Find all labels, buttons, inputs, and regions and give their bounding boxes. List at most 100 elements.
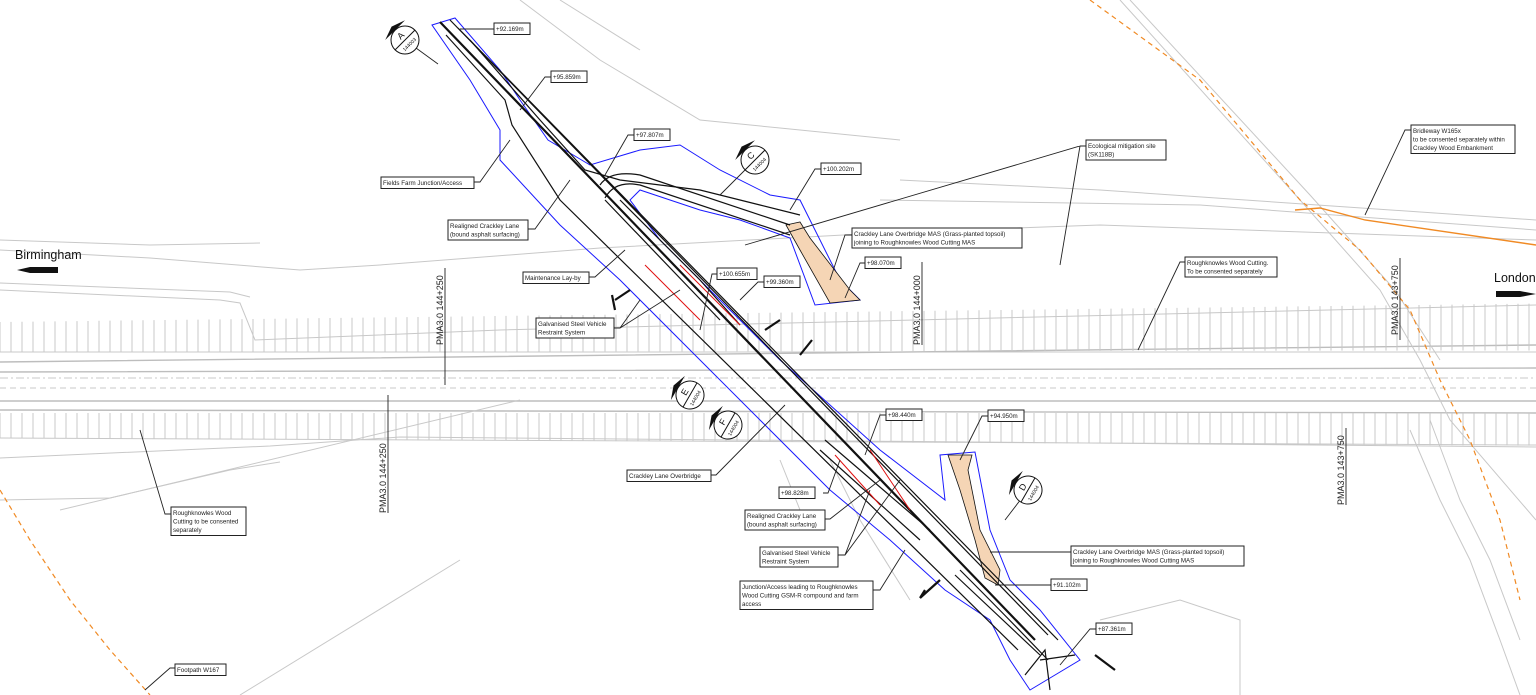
callout-text: +99.360m — [766, 279, 794, 286]
callout-text: Roughknowles Wood Cutting. — [1187, 260, 1269, 267]
callout-levels-0: +92.169m — [493, 22, 531, 35]
callout-labels-overbridge: Crackley Lane Overbridge — [626, 469, 712, 482]
callout-text: Galvanised Steel Vehicle — [538, 321, 607, 328]
callout-text: +100.655m — [719, 271, 750, 278]
callout-labels-realigned-2: Realigned Crackley Lane (bound asphalt su… — [744, 509, 826, 531]
callout-text: Realigned Crackley Lane — [747, 513, 817, 520]
callout-labels-layby: Maintenance Lay-by — [522, 271, 590, 284]
callout-labels-eco: Ecological mitigation site (SK118B) — [1085, 139, 1167, 161]
callout-text: Crackley Lane Overbridge — [629, 473, 701, 480]
callout-text: Crackley Lane Overbridge MAS (Grass-plan… — [1073, 549, 1224, 556]
callout-labels-fields-farm: Fields Farm Junction/Access — [380, 176, 475, 189]
callout-text: To be consented separately — [1187, 269, 1264, 276]
callout-text: to be consented separately within — [1413, 137, 1505, 144]
arrow-left-icon — [17, 267, 58, 273]
annotation-labels: +92.169m +95.859m +97.807m +100.202m +100.65… — [170, 22, 1516, 676]
bridleway-w165x — [1294, 207, 1536, 246]
callout-text: Crackley Wood Embankment — [1413, 145, 1493, 152]
callout-text: +91.102m — [1053, 582, 1081, 589]
callout-text: Junction/Access leading to Roughknowles — [742, 584, 858, 591]
callout-text: joining to Roughknowles Wood Cutting MAS — [853, 240, 975, 247]
callout-text: Maintenance Lay-by — [525, 275, 582, 282]
chainage-label: PMA3.0 143+750 — [1336, 435, 1346, 505]
section-letter: A — [395, 30, 406, 41]
leader-lines — [139, 28, 1411, 691]
section-letter: D — [1017, 481, 1029, 492]
chainage-markers: PMA3.0 144+250 PMA3.0 144+250 PMA3.0 144… — [378, 258, 1401, 513]
callout-text: Restraint System — [538, 330, 585, 337]
callout-text: Crackley Lane Overbridge MAS (Grass-plan… — [854, 231, 1005, 238]
callout-levels-4: +100.655m — [716, 267, 758, 280]
mas-south — [947, 454, 1001, 586]
callout-text: Footpath W167 — [177, 667, 220, 674]
callout-text: access — [742, 601, 761, 608]
arrow-right-icon — [1496, 291, 1536, 297]
callout-text: Fields Farm Junction/Access — [383, 180, 462, 187]
callout-levels-6: +98.070m — [864, 256, 902, 269]
callout-levels-3: +100.202m — [820, 162, 862, 175]
callout-text: Roughknowles Wood — [173, 510, 232, 517]
callout-labels-footpath: Footpath W167 — [174, 663, 227, 676]
mas-north — [785, 221, 861, 304]
callout-text: +98.070m — [867, 260, 895, 267]
callout-text: +98.440m — [888, 412, 916, 419]
callout-text: joining to Roughknowles Wood Cutting MAS — [1072, 558, 1194, 565]
direction-birmingham: Birmingham — [15, 248, 82, 262]
callout-levels-8: +94.950m — [987, 409, 1025, 422]
callout-text: +94.950m — [990, 413, 1018, 420]
callout-levels-7: +98.440m — [885, 408, 923, 421]
callout-labels-bridleway: Bridleway W165x to be consented separatel… — [1410, 124, 1516, 154]
callout-levels-2: +97.807m — [633, 128, 671, 141]
callout-text: +100.202m — [823, 166, 854, 173]
callout-labels-mas-south: Crackley Lane Overbridge MAS (Grass-plan… — [1070, 545, 1245, 567]
callout-levels-11: +87.361m — [1095, 622, 1133, 635]
chainage-label: PMA3.0 144+250 — [378, 443, 388, 513]
callout-text: (SK118B) — [1088, 152, 1114, 159]
chainage-label: PMA3.0 144+000 — [912, 275, 922, 345]
section-letter: F — [717, 417, 729, 427]
callout-text: separately — [173, 527, 202, 534]
callout-levels-1: +95.859m — [550, 70, 588, 83]
callout-text: +97.807m — [636, 132, 664, 139]
callout-text: Bridleway W165x — [1413, 128, 1462, 135]
callout-labels-cutting-east: Roughknowles Wood Cutting. To be consente… — [1184, 256, 1278, 278]
callout-text: Realigned Crackley Lane — [450, 223, 520, 230]
chainage-label: PMA3.0 143+750 — [1390, 265, 1400, 335]
realigned-crackley-lane — [439, 19, 1076, 691]
callout-text: Restraint System — [762, 559, 809, 566]
callout-text: Cutting to be consented — [173, 519, 239, 526]
callout-levels-10: +91.102m — [1050, 578, 1088, 591]
callout-text: (bound asphalt surfacing) — [747, 522, 817, 529]
callout-levels-9: +98.828m — [778, 486, 816, 499]
direction-london: London — [1494, 271, 1536, 285]
callout-levels-5: +99.360m — [763, 275, 801, 288]
bridleway-line — [1089, 0, 1521, 601]
callout-labels-mas-north: Crackley Lane Overbridge MAS (Grass-plan… — [851, 227, 1023, 249]
callout-labels-junction-south: Junction/Access leading to RoughknowlesW… — [739, 580, 874, 610]
callout-text: +87.361m — [1098, 626, 1126, 633]
callout-text: +92.169m — [496, 26, 524, 33]
boundary-outline — [431, 17, 1081, 691]
callout-text: Galvanised Steel Vehicle — [762, 550, 831, 557]
callout-labels-realigned-1: Realigned Crackley Lane (bound asphalt su… — [447, 219, 529, 241]
footpath-w167 — [0, 489, 151, 695]
callout-text: Wood Cutting GSM-R compound and farm — [742, 593, 858, 600]
chainage-label: PMA3.0 144+250 — [435, 275, 445, 345]
callout-text: (bound asphalt surfacing) — [450, 232, 520, 239]
callout-text: +98.828m — [781, 490, 809, 497]
callout-text: +95.859m — [553, 74, 581, 81]
callout-text: Ecological mitigation site — [1088, 143, 1156, 150]
section-letter: E — [679, 387, 691, 397]
